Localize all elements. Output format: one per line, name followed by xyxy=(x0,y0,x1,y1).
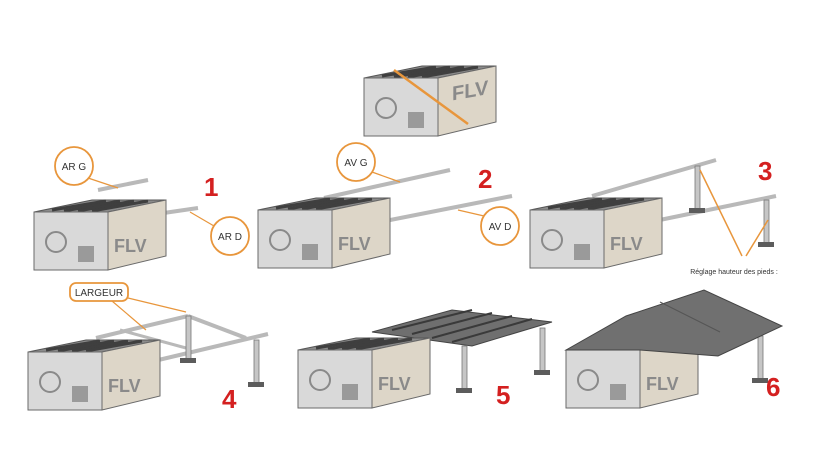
brand-label: FLV xyxy=(338,234,371,254)
label-av-d: AV D xyxy=(489,222,512,233)
brand-label: FLV xyxy=(114,236,147,256)
label-reglage: Réglage hauteur des pieds : xyxy=(690,269,778,276)
step-5-illustration: FLV xyxy=(296,309,553,410)
brand-label: FLV xyxy=(610,234,643,254)
callout-reglage: Réglage hauteur des pieds : xyxy=(690,169,778,276)
brand-label: FLV xyxy=(646,374,679,394)
strap-line xyxy=(393,68,469,126)
step-2-illustration: FLV xyxy=(256,168,513,270)
label-ar-d: AR D xyxy=(218,232,242,243)
step-3-illustration: FLV xyxy=(528,158,777,270)
box-folded: FLV xyxy=(362,64,498,138)
brand-label: FLV xyxy=(378,374,411,394)
callout-largeur: LARGEUR xyxy=(69,282,187,331)
step-number-4: 4 xyxy=(222,384,237,414)
callout-av-d: AV D xyxy=(457,206,520,246)
step-6-illustration: FLV xyxy=(564,289,784,410)
callout-av-g: AV G xyxy=(336,142,401,183)
step-1-illustration: FLV xyxy=(32,178,199,272)
label-av-g: AV G xyxy=(344,158,367,169)
label-largeur: LARGEUR xyxy=(75,288,123,299)
step-number-2: 2 xyxy=(478,164,492,194)
step-number-5: 5 xyxy=(496,380,510,410)
callout-ar-g: AR G xyxy=(54,146,119,189)
label-ar-g: AR G xyxy=(62,162,87,173)
step-number-6: 6 xyxy=(766,372,780,402)
step-number-3: 3 xyxy=(758,156,772,186)
step-number-1: 1 xyxy=(204,172,218,202)
brand-label: FLV xyxy=(108,376,141,396)
callout-ar-d: AR D xyxy=(189,211,250,256)
